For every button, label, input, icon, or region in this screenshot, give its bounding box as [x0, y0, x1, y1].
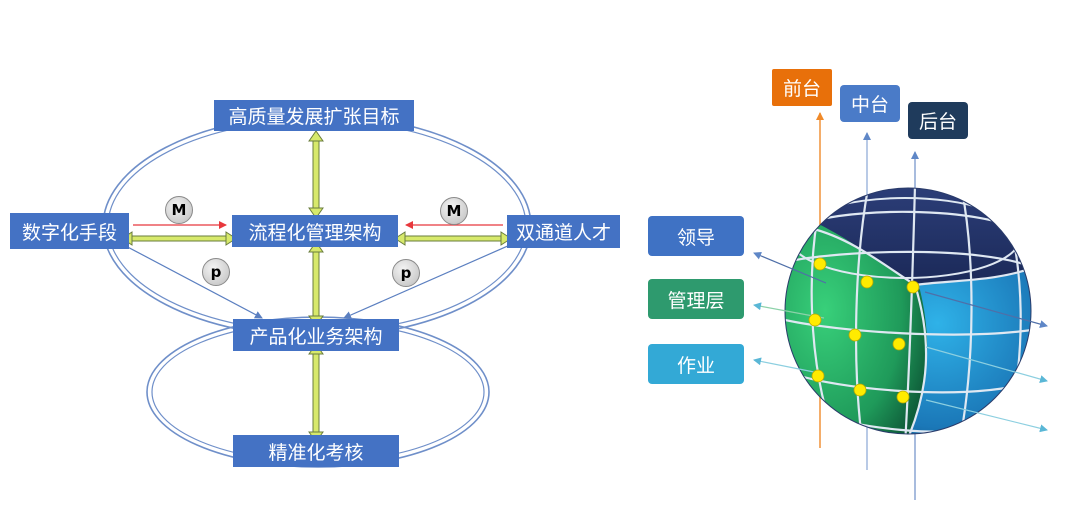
middle-office-label: 中台	[840, 85, 900, 122]
product-arch-box: 产品化业务架构	[233, 319, 399, 351]
operation-layer-label: 作业	[648, 344, 744, 384]
digital-means-box: 数字化手段	[10, 213, 129, 249]
front-office-label: 前台	[772, 69, 832, 106]
p-badge-left: p	[202, 258, 230, 286]
management-layer-label: 管理层	[648, 279, 744, 319]
process-mgmt-box: 流程化管理架构	[232, 215, 398, 247]
goal-box: 高质量发展扩张目标	[214, 100, 414, 131]
m-badge-right: M	[440, 197, 468, 225]
p-badge-right: p	[392, 259, 420, 287]
dual-channel-talent-box: 双通道人才	[507, 215, 620, 248]
precise-assessment-box: 精准化考核	[233, 435, 399, 467]
back-office-label: 后台	[908, 102, 968, 139]
leader-layer-label: 领导	[648, 216, 744, 256]
m-badge-left: M	[165, 196, 193, 224]
